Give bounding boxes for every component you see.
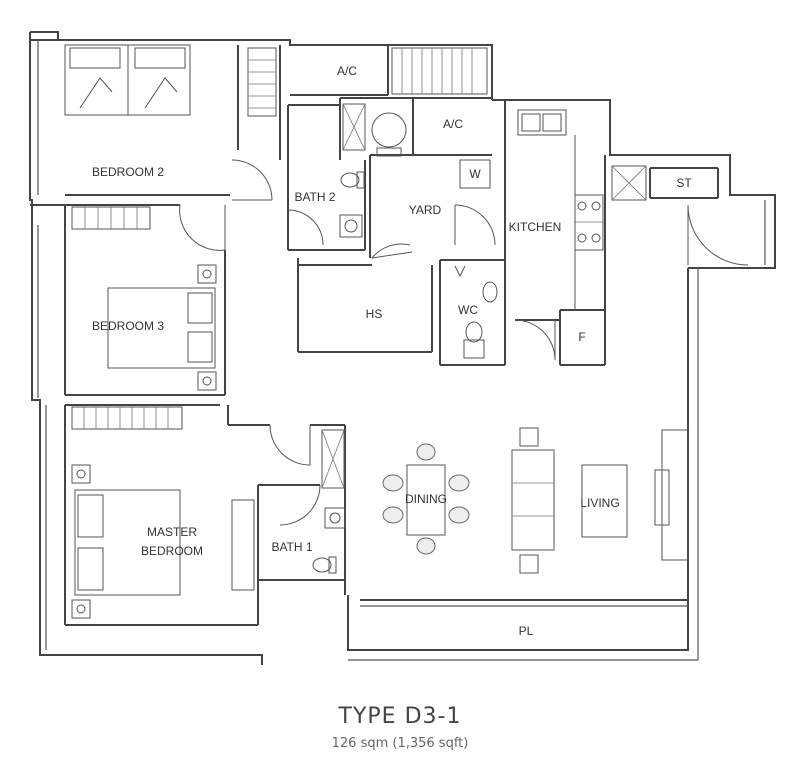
bed-bedroom-3 [107, 264, 217, 391]
outer-walls [29, 31, 776, 665]
label-yard: YARD [409, 203, 442, 217]
label-ac-mid: A/C [443, 117, 463, 131]
label-hs: HS [366, 307, 383, 321]
bed-bedroom-2 [64, 44, 191, 116]
plan-type-title: TYPE D3-1 [338, 704, 462, 729]
label-st: ST [676, 176, 692, 190]
label-master-line-2: BEDROOM [141, 544, 203, 558]
label-bath-1: BATH 1 [271, 540, 312, 554]
label-master-line-1: MASTER [147, 525, 197, 539]
interior-walls [30, 45, 719, 626]
wc-fixtures [454, 265, 498, 359]
label-f: F [578, 330, 585, 344]
room-labels: A/C A/C BEDROOM 2 BATH 2 YARD W KITCHEN … [92, 64, 692, 638]
label-dining: DINING [405, 492, 447, 506]
label-wc: WC [458, 303, 478, 317]
label-bedroom-2: BEDROOM 2 [92, 165, 164, 179]
label-living: LIVING [580, 496, 619, 510]
living-set [511, 427, 689, 574]
dining-set [382, 443, 470, 555]
wardrobes [71, 47, 488, 430]
kitchen-fixtures [459, 109, 647, 310]
bath-2-fixtures [339, 103, 407, 238]
doors [179, 159, 749, 526]
plan-area-subtitle: 126 sqm (1,356 sqft) [331, 736, 469, 751]
label-bedroom-3: BEDROOM 3 [92, 319, 164, 333]
label-bath-2: BATH 2 [294, 190, 335, 204]
bed-master-bedroom [71, 464, 255, 619]
label-w: W [469, 167, 481, 181]
label-kitchen: KITCHEN [509, 220, 562, 234]
label-ac-top: A/C [337, 64, 357, 78]
label-pl: PL [519, 624, 534, 638]
bath-1-fixtures [312, 429, 346, 574]
